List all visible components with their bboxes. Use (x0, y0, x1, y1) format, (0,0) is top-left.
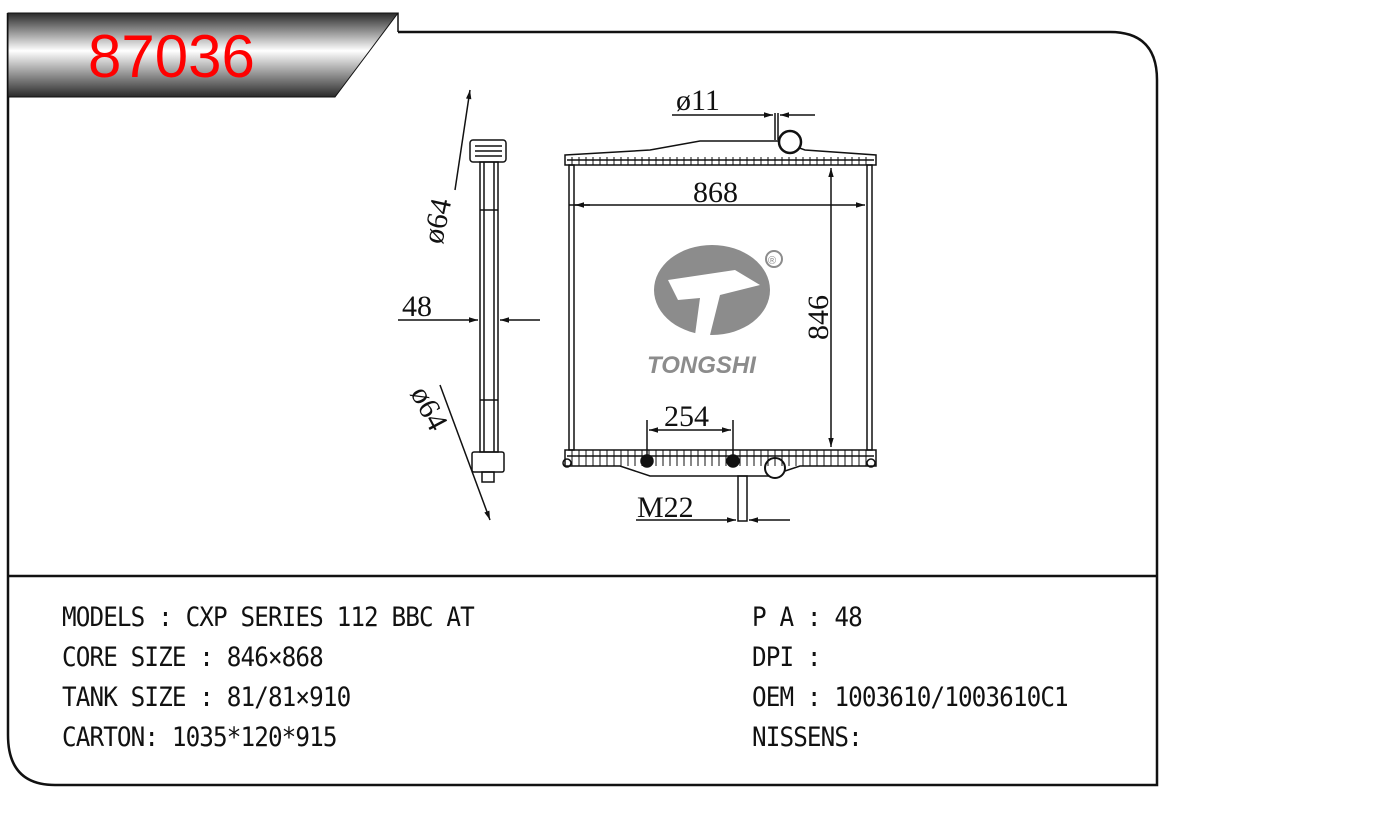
spec-tank-size: TANK SIZE : 81/81×910 (62, 682, 351, 713)
dim-thickness: 48 (402, 290, 432, 323)
tongshi-logo: ® TONGSHI (647, 245, 783, 379)
spec-oem: OEM : 1003610/1003610C1 (752, 682, 1069, 713)
dim-bottom-pipe: ø64 (404, 381, 454, 436)
part-number-banner: 87036 (7, 12, 399, 98)
spec-models: MODELS : CXP SERIES 112 BBC AT (62, 602, 475, 633)
dim-height: 846 (802, 295, 835, 340)
tank-fins: (function(){var s=document.currentScript… (571, 157, 867, 466)
logo-brand: TONGSHI (647, 352, 757, 379)
registered-mark: ® (768, 255, 776, 267)
dim-top-pipe: ø64 (417, 196, 459, 247)
spec-nissens: NISSENS: (752, 722, 863, 753)
dim-drain: M22 (637, 491, 694, 524)
radiator-front-view (562, 112, 877, 523)
part-number: 87036 (88, 23, 255, 90)
dim-width: 868 (693, 176, 738, 209)
dim-inlet-dia: ø11 (676, 84, 720, 117)
spec-carton: CARTON: 1035*120*915 (62, 722, 337, 753)
radiator-side-view (398, 89, 540, 521)
sheet-frame (6, 13, 1159, 787)
spec-dpi: DPI : (752, 642, 822, 673)
spec-pa: P A : 48 (752, 602, 863, 633)
dim-mount-spacing: 254 (664, 400, 709, 433)
spec-core-size: CORE SIZE : 846×868 (62, 642, 324, 673)
